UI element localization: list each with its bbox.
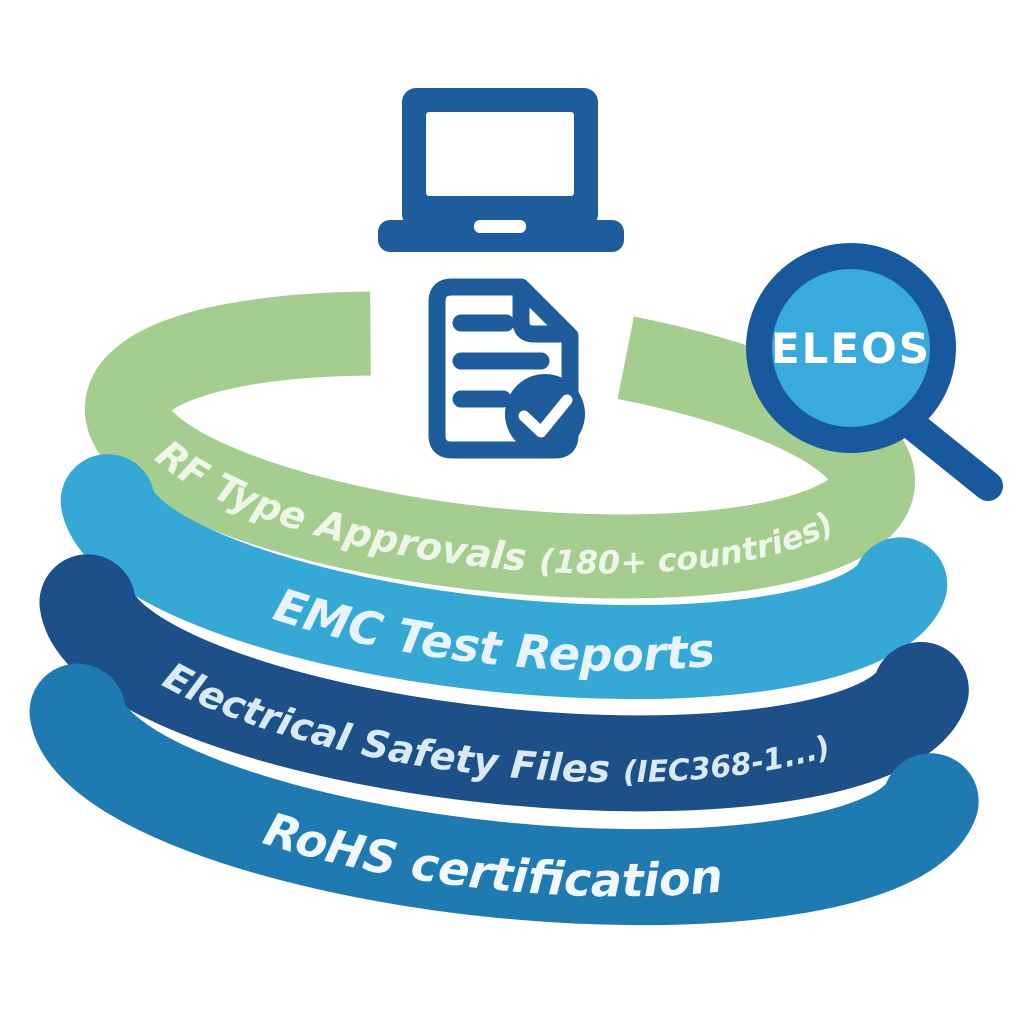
document-check-badge bbox=[505, 374, 585, 454]
magnifier-handle bbox=[901, 413, 1003, 501]
band-rohs-certification-ribbon bbox=[29, 663, 979, 926]
magnifier-ring bbox=[746, 243, 956, 453]
laptop-screen-window bbox=[426, 112, 574, 196]
laptop-trackpad-notch bbox=[474, 220, 526, 233]
magnifier-lens bbox=[771, 268, 931, 428]
laptop-icon bbox=[378, 88, 624, 252]
band-electrical-safety-files-ribbon bbox=[39, 554, 969, 812]
magnifying-glass-icon: ELEOS bbox=[746, 243, 1003, 501]
document-check-icon bbox=[428, 278, 585, 459]
eleos-label: ELEOS bbox=[771, 324, 931, 373]
document-fold-corner bbox=[512, 281, 575, 343]
laptop-base bbox=[378, 220, 624, 252]
check-icon bbox=[518, 394, 573, 438]
band-emc-test-reports-ribbon bbox=[60, 454, 948, 700]
